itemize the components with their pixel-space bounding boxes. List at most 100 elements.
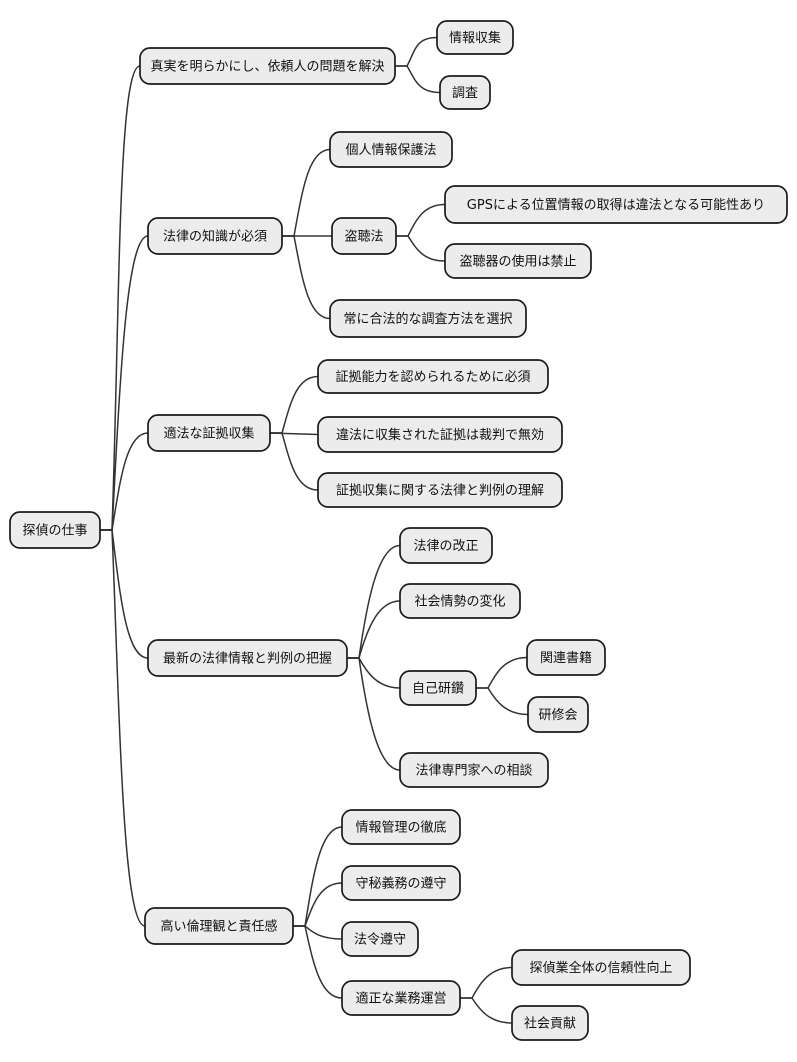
node-wiretap-ban-label: 盗聴器の使用は禁止	[459, 254, 576, 270]
node-investigation: 調査	[439, 75, 491, 110]
node-gps-warning-box	[444, 185, 788, 224]
node-industry-trust-label: 探偵業全体の信頼性向上	[529, 960, 672, 976]
node-self-improvement-label: 自己研鑽	[412, 681, 464, 697]
node-root-box	[9, 511, 101, 549]
node-wiretap-law: 盗聴法	[331, 217, 397, 255]
node-evidence-law-understanding-label: 証拠収集に関する法律と判例の理解	[336, 483, 544, 499]
node-info-management: 情報管理の徹底	[341, 809, 461, 845]
node-law-revision-label: 法律の改正	[413, 539, 478, 554]
link-root-solve-problems	[99, 65, 141, 531]
node-industry-trust: 探偵業全体の信頼性向上	[511, 949, 691, 986]
link-latest-legal-info-expert-consult	[346, 657, 401, 771]
node-industry-trust-box	[511, 949, 691, 986]
node-personal-info-law: 個人情報保護法	[329, 131, 453, 168]
node-root: 探偵の仕事	[9, 511, 101, 549]
node-ethics-responsibility-box	[144, 907, 294, 945]
node-evidence-admissibility-box	[317, 359, 549, 394]
node-proper-operations-label: 適正な業務運営	[355, 991, 446, 1007]
node-latest-legal-info: 最新の法律情報と判例の把握	[147, 639, 348, 677]
node-evidence-law-understanding-box	[317, 472, 563, 508]
node-self-improvement: 自己研鑽	[399, 670, 477, 706]
link-layer	[99, 36, 529, 1024]
link-lawful-evidence-law-understanding	[269, 432, 319, 491]
node-confidentiality-box	[341, 865, 461, 901]
node-gps-warning: GPSによる位置情報の取得は違法となる可能性あり	[444, 185, 788, 224]
node-solve-problems-label: 真実を明らかにし、依頼人の問題を解決	[150, 59, 384, 75]
node-personal-info-law-box	[329, 131, 453, 168]
node-compliance-label: 法令遵守	[354, 932, 406, 948]
link-proper-operations-social-contribution	[459, 997, 513, 1024]
node-wiretap-law-label: 盗聴法	[344, 229, 383, 245]
node-info-gathering-box	[436, 20, 514, 55]
link-latest-legal-info-social-change	[346, 600, 401, 659]
node-latest-legal-info-box	[147, 639, 348, 677]
node-info-gathering-label: 情報収集	[449, 30, 501, 46]
link-wiretap-law-wiretap-ban	[395, 235, 446, 262]
node-legal-expert-consult-label: 法律専門家への相談	[415, 763, 532, 779]
node-legal-methods-label: 常に合法的な調査方法を選択	[343, 311, 512, 327]
node-lawful-evidence: 適法な証拠収集	[147, 414, 271, 452]
node-illegal-evidence-invalid: 違法に収集された証拠は裁判で無効	[317, 416, 563, 453]
node-compliance-box	[341, 921, 419, 957]
node-wiretap-ban-box	[444, 243, 592, 279]
node-info-management-box	[341, 809, 461, 845]
node-social-contribution-box	[511, 1005, 589, 1041]
link-solve-problems-investigation	[394, 65, 441, 94]
node-law-revision-box	[399, 527, 493, 564]
node-related-books: 関連書籍	[526, 639, 606, 676]
node-info-gathering: 情報収集	[436, 20, 514, 55]
link-latest-legal-info-law-revision	[346, 544, 401, 659]
node-confidentiality-label: 守秘義務の遵守	[355, 876, 446, 892]
link-ethics-info-management	[292, 826, 343, 927]
node-social-change-box	[399, 583, 521, 619]
node-legal-expert-consult: 法律専門家への相談	[399, 752, 549, 788]
node-evidence-admissibility: 証拠能力を認められるために必須	[317, 359, 549, 394]
link-lawful-evidence-admissibility	[269, 375, 319, 434]
node-proper-operations: 適正な業務運営	[341, 980, 461, 1016]
node-related-books-box	[526, 639, 606, 676]
node-latest-legal-info-label: 最新の法律情報と判例の把握	[163, 651, 332, 667]
node-proper-operations-box	[341, 980, 461, 1016]
node-training-sessions-box	[527, 696, 589, 733]
link-wiretap-law-gps-warning	[395, 203, 446, 237]
node-investigation-box	[439, 75, 491, 110]
node-law-revision: 法律の改正	[399, 527, 493, 564]
node-legal-knowledge: 法律の知識が必須	[147, 217, 283, 255]
link-root-ethics-responsibility	[99, 529, 146, 927]
node-wiretap-law-box	[331, 217, 397, 255]
node-legal-methods-box	[329, 299, 527, 338]
node-info-management-label: 情報管理の徹底	[355, 820, 446, 836]
link-ethics-confidentiality	[292, 882, 343, 927]
node-training-sessions-label: 研修会	[538, 708, 577, 723]
node-layer: 探偵の仕事 真実を明らかにし、依頼人の問題を解決 情報収集 調査 法律の知識が必…	[9, 20, 788, 1041]
node-ethics-responsibility: 高い倫理観と責任感	[144, 907, 294, 945]
node-ethics-responsibility-label: 高い倫理観と責任感	[160, 919, 277, 935]
link-self-improvement-training-sessions	[475, 687, 529, 716]
node-wiretap-ban: 盗聴器の使用は禁止	[444, 243, 592, 279]
node-social-change-label: 社会情勢の変化	[414, 594, 505, 610]
link-ethics-proper-operations	[292, 925, 343, 999]
link-self-improvement-related-books	[475, 656, 528, 689]
node-solve-problems-box	[139, 47, 396, 85]
node-lawful-evidence-label: 適法な証拠収集	[163, 426, 254, 442]
node-evidence-admissibility-label: 証拠能力を認められるために必須	[335, 369, 530, 385]
node-compliance: 法令遵守	[341, 921, 419, 957]
node-gps-warning-label: GPSによる位置情報の取得は違法となる可能性あり	[467, 197, 765, 213]
link-root-legal-knowledge	[99, 235, 149, 531]
node-legal-knowledge-box	[147, 217, 283, 255]
node-root-label: 探偵の仕事	[22, 524, 87, 539]
link-legal-knowledge-legal-methods	[281, 235, 331, 320]
node-personal-info-law-label: 個人情報保護法	[345, 142, 436, 158]
node-social-change: 社会情勢の変化	[399, 583, 521, 619]
node-illegal-evidence-invalid-box	[317, 416, 563, 453]
node-related-books-label: 関連書籍	[540, 650, 592, 666]
node-illegal-evidence-invalid-label: 違法に収集された証拠は裁判で無効	[336, 427, 544, 443]
link-proper-operations-industry-trust	[459, 966, 513, 999]
node-evidence-law-understanding: 証拠収集に関する法律と判例の理解	[317, 472, 563, 508]
node-social-contribution-label: 社会貢献	[524, 1016, 576, 1032]
link-solve-problems-info-gathering	[394, 36, 438, 67]
node-confidentiality: 守秘義務の遵守	[341, 865, 461, 901]
node-self-improvement-box	[399, 670, 477, 706]
